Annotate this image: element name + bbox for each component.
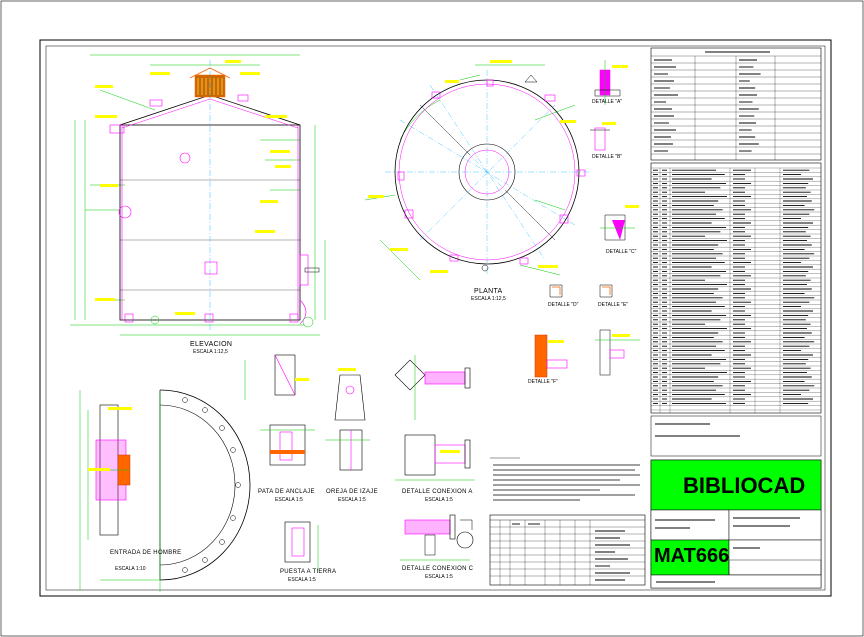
anchor-plate-detail <box>244 354 315 466</box>
connection-c-scale: ESCALA 1:5 <box>425 574 453 580</box>
plan-view <box>364 60 590 281</box>
detail-c <box>600 205 639 241</box>
remarks-area <box>650 415 822 457</box>
detail-c-title: DETALLE "C" <box>606 249 637 255</box>
plan-scale: ESCALA 1:12,5 <box>471 296 506 302</box>
detail-d-title: DETALLE "D" <box>548 302 579 308</box>
title-block-code: MAT666 <box>654 545 730 567</box>
connection-c-detail <box>400 514 474 561</box>
drawing-border <box>39 39 832 597</box>
connection-a-scale: ESCALA 1:5 <box>425 497 453 503</box>
bill-of-materials <box>650 162 822 414</box>
manhole-title: ENTRADA DE HOMBRE <box>110 550 182 556</box>
detail-b <box>590 122 616 151</box>
grounding-scale: ESCALA 1:5 <box>288 577 316 583</box>
detail-f-title: DETALLE "F" <box>528 379 558 385</box>
lifting-ear-detail <box>325 368 370 471</box>
elevation-title: ELEVACION <box>190 341 233 348</box>
grounding-title: PUESTA A TIERRA <box>280 569 337 575</box>
drawing-inner-border <box>45 45 826 591</box>
title-block <box>650 459 822 589</box>
design-data-table <box>650 47 822 161</box>
notes-block <box>490 457 640 501</box>
lifting-ear-scale: ESCALA 1:5 <box>338 497 366 503</box>
elevation-dimensions <box>70 54 326 336</box>
manhole-scale: ESCALA 1:10 <box>115 566 146 572</box>
title-block-brand: BIBLIOCAD <box>683 473 806 498</box>
detail-e-title: DETALLE "E" <box>598 302 629 308</box>
elevation-scale: ESCALA 1:12,5 <box>193 349 228 355</box>
lifting-ear-title: OREJA DE IZAJE <box>326 489 378 495</box>
detail-f <box>534 329 640 378</box>
anchor-plate-scale: ESCALA 1:5 <box>275 497 303 503</box>
elevation-view <box>70 54 326 336</box>
connections-table <box>489 514 646 586</box>
connection-c-title: DETALLE CONEXION C <box>402 566 474 572</box>
connection-a-detail <box>394 355 475 481</box>
anchor-plate-title: PATA DE ANCLAJE <box>258 489 315 495</box>
grounding-detail <box>284 521 319 570</box>
manhole-view <box>79 389 251 592</box>
detail-a <box>594 60 628 105</box>
plan-title: PLANTA <box>474 288 503 295</box>
detail-d-e <box>549 284 613 298</box>
detail-a-title: DETALLE "A" <box>592 99 623 105</box>
detail-b-title: DETALLE "B" <box>592 154 623 160</box>
connection-a-title: DETALLE CONEXION A <box>402 489 473 495</box>
